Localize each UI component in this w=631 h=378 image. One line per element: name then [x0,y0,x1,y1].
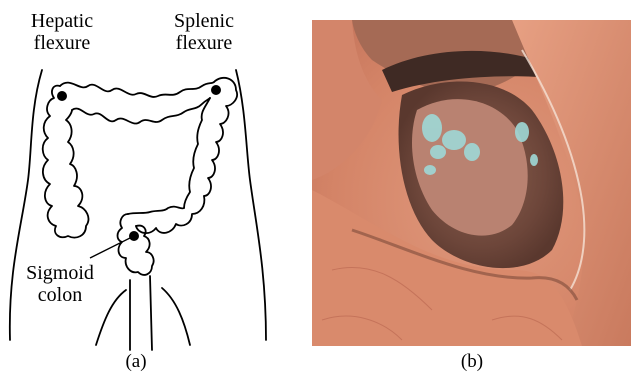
rectum-outline [130,276,152,350]
sigmoid-leader-line [90,238,130,258]
transverse-colon-bottom [72,98,210,124]
caption-a: (a) [116,352,156,372]
descending-to-sigmoid-inner [128,207,184,214]
sigmoid-label-line1: Sigmoid [18,262,102,284]
sigmoid-label-line2: colon [18,284,102,306]
hepatic-flexure-dot [57,91,67,101]
colon-diagram-panel: Hepatic flexure Splenic flexure Sigmoid … [0,0,300,378]
splenic-flexure-outline [204,78,237,196]
sigmoid-colon-label: Sigmoid colon [18,262,102,306]
hepatic-flexure-label: Hepatic flexure [20,10,104,54]
hepatic-label-line2: flexure [20,32,104,54]
splenic-flexure-dot [211,85,221,95]
splenic-flexure-label: Splenic flexure [162,10,246,54]
descending-to-sigmoid-outer [136,196,204,233]
sigmoid-outline [118,214,154,275]
body-outline-right-leg [162,288,190,345]
colon-diagram-drawing [0,0,300,378]
splenic-label-line1: Splenic [162,10,246,32]
caption-b: (b) [452,352,492,372]
body-outline-right [236,70,266,340]
colonoscopy-image-panel [312,20,631,346]
splenic-label-line2: flexure [162,32,246,54]
colonoscopy-image [312,20,631,346]
transverse-colon-top [60,82,214,97]
descending-colon-inner [184,98,210,208]
hepatic-flexure-outline [43,86,89,238]
sigmoid-colon-dot [129,231,139,241]
hepatic-label-line1: Hepatic [20,10,104,32]
